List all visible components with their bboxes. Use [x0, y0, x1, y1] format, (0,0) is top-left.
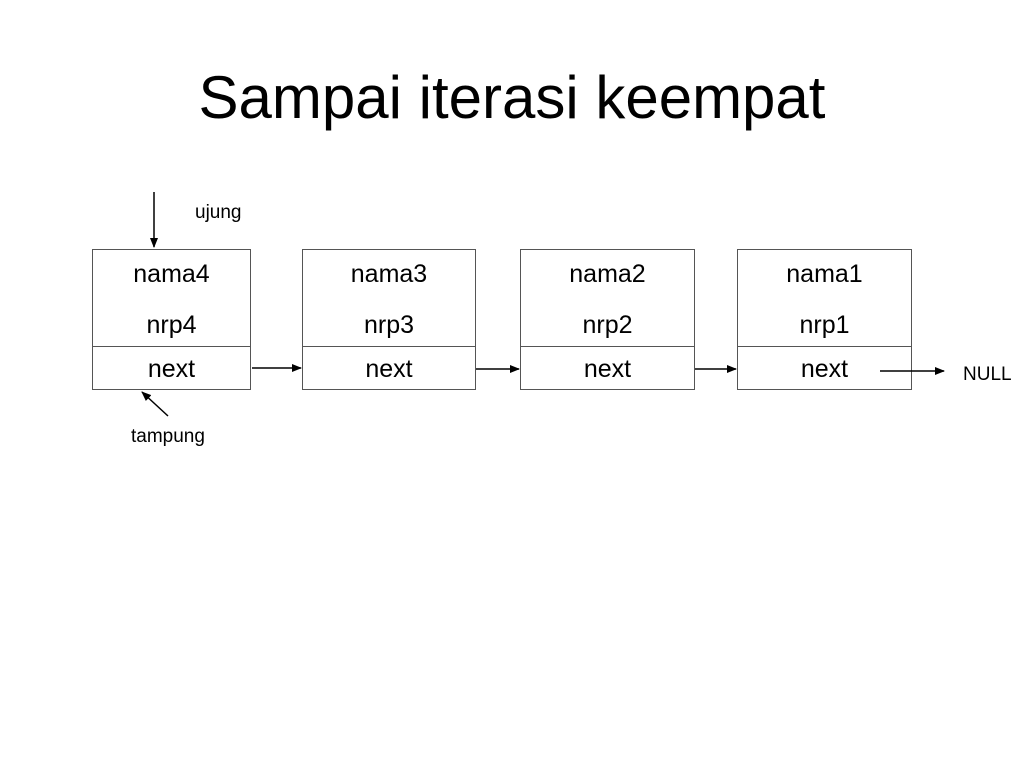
node-nama: nama2	[569, 260, 646, 288]
node-data-section: nama3 nrp3	[303, 250, 475, 347]
node-data-section: nama4 nrp4	[93, 250, 250, 347]
node-nrp: nrp3	[363, 311, 415, 339]
null-label: NULL	[963, 364, 1012, 385]
list-node-4: nama4 nrp4 next	[92, 249, 251, 390]
node-data-section: nama2 nrp2	[521, 250, 694, 347]
slide-title: Sampai iterasi keempat	[198, 64, 826, 131]
node-data-section: nama1 nrp1	[738, 250, 911, 347]
list-node-3: nama3 nrp3 next	[302, 249, 476, 390]
tampung-label: tampung	[131, 426, 205, 447]
node-next: next	[365, 355, 413, 383]
node-next: next	[800, 355, 849, 383]
node-nama: nama3	[350, 260, 428, 288]
node-nrp: nrp2	[582, 311, 633, 339]
list-node-2: nama2 nrp2 next	[520, 249, 695, 390]
list-node-1: nama1 nrp1 next	[737, 249, 912, 390]
node-next: next	[583, 355, 632, 383]
node-nrp: nrp4	[146, 311, 197, 339]
node-nama: nama4	[133, 260, 210, 288]
tampung-arrow	[141, 391, 169, 417]
node-nrp: nrp1	[799, 311, 850, 339]
node-next: next	[147, 355, 196, 383]
node-nama: nama1	[786, 260, 863, 288]
ujung-label: ujung	[195, 202, 242, 223]
